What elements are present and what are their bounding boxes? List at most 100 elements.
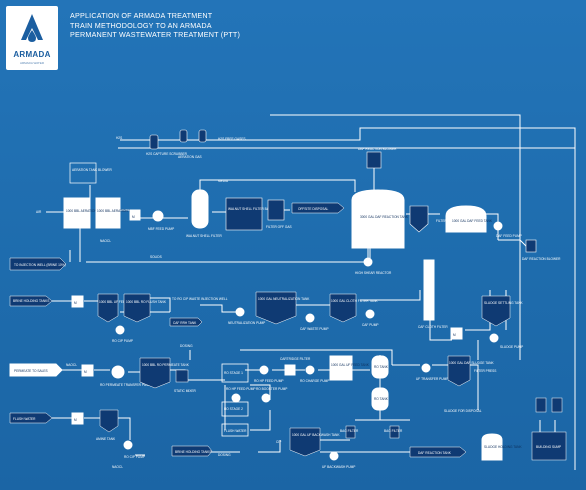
- label-high-shear-reactor: HIGH SHEAR REACTOR: [355, 271, 392, 275]
- motor-box-5: [71, 412, 84, 425]
- label-ro-cip-pump-2: RO CIP PUMP: [124, 455, 145, 459]
- label-dosing: DOSING: [180, 344, 193, 348]
- logo-subtitle: ARMADA WATER: [19, 61, 44, 65]
- caf-pump-icon: [365, 309, 375, 319]
- label-ro-stage-1: RO STAGE 1: [224, 371, 243, 375]
- label-walnut-backwash: WALNUT SHELL FILTER BACKWASH: [228, 207, 283, 211]
- walnut-backwash-tank: [225, 197, 263, 231]
- label-media: MEDIA: [218, 179, 229, 183]
- label-bag-filter-a: BAG FILTER: [340, 429, 359, 433]
- label-h2s-capture-scrubber: H2S CAPTURE SCRUBBER: [146, 152, 188, 156]
- label-aeration-gas: AERATION GAS: [178, 155, 202, 159]
- label-static-mixer: STATIC MIXER: [174, 389, 197, 393]
- label-filter-off-gas: FILTER OFF GAS: [266, 225, 292, 229]
- amine-tank: [99, 409, 119, 433]
- label-caf-waste-pump: CAF WASTE PUMP: [300, 327, 329, 331]
- label-tank-b: 1000 BBL AERATION TANK: [97, 209, 138, 213]
- label-ro-hp-pump-2: RO HP FEED PUMP: [226, 387, 256, 391]
- label-ro-charge-pump: RO CHARGE PUMP: [300, 379, 329, 383]
- aeration-tank-a: 1000 BBL AERATION TANK: [63, 197, 107, 229]
- aeration-tank-b: 1000 BBL AERATION TANK: [95, 197, 138, 229]
- ro-cip-pump-2-icon: [123, 440, 133, 450]
- injection-well-arrow: [9, 257, 67, 271]
- sludge-settling-tank: [481, 295, 511, 327]
- title-line-1: APPLICATION OF ARMADA TREATMENT: [70, 11, 213, 20]
- motor-label-2: M: [74, 301, 77, 305]
- label-walnut-shell-filter: WALNUT SHELL FILTER: [186, 234, 222, 238]
- mbf-feed-pump-icon: [152, 210, 164, 222]
- label-amine-tank: AMINE TANK: [96, 437, 116, 441]
- motor-box-3: [450, 327, 463, 340]
- uf-transfer-pump-icon: [421, 363, 431, 373]
- motor-box-4: [81, 364, 94, 377]
- cartridge-filter: [284, 364, 296, 376]
- motor-label-3: M: [453, 333, 456, 337]
- permeate-tank: [139, 357, 171, 389]
- label-building-sump: BUILDING SUMP: [536, 445, 561, 449]
- ro-stage-1: [221, 363, 249, 383]
- caf-cloth-filter: [423, 259, 435, 321]
- label-tank-a: 1000 BBL AERATION TANK: [66, 209, 107, 213]
- bag-filter-b-unit: [389, 425, 400, 439]
- daf-reaction-blower: [525, 239, 537, 253]
- label-daf-reaction-blower: DAF REACTION BLOWER: [522, 257, 561, 261]
- motor-label-1: M: [132, 215, 135, 219]
- title-line-3: PERMANENT WASTEWATER TREATMENT (PTT): [70, 30, 241, 40]
- label-cartridge-filter: CARTRIDGE FILTER: [280, 357, 311, 361]
- label-ro-permeate-pump: RO PERMEATE TRANSFER PUMP: [100, 383, 151, 387]
- label-ro-stage-2: RO STAGE 2: [224, 407, 243, 411]
- label-sludge-disposal: SLUDGE FOR DISPOSAL: [444, 409, 482, 413]
- uf-backwash-tank: [289, 427, 321, 457]
- ro-cip-pump-icon: [115, 325, 125, 335]
- label-uf-feed-tank: 1000 GAL UF FEED TANK: [331, 363, 370, 367]
- uf-vessel-b: [371, 387, 389, 411]
- caf-neutral-tank-arrow: [169, 317, 203, 327]
- label-caf-pump: CAF PUMP: [362, 323, 378, 327]
- label-h2s-free-gases: H2S FREE GASES: [218, 137, 245, 141]
- drop-icon: [21, 14, 43, 42]
- label-ro-tank-b: RO TANK: [374, 397, 389, 401]
- filter-off-gas-unit: [267, 199, 285, 221]
- label-neutralization-pump: NEUTRALIZATION PUMP: [228, 321, 265, 325]
- permeate-arrow: [9, 363, 63, 377]
- label-ro-hp-pump: RO HP FEED PUMP: [254, 379, 284, 383]
- label-naocl: NAOCL: [100, 239, 111, 243]
- label-mbf-feed-pump: MBF FEED PUMP: [148, 227, 174, 231]
- armada-logo: ARMADA ARMADA WATER: [6, 6, 58, 70]
- uf-vessel-a: [371, 355, 389, 379]
- offsite-disposal-arrow: [291, 202, 345, 214]
- label-uf-backwash-tank: 1000 GAL UF BACKWASH TANK: [292, 433, 340, 437]
- label-filter-press: FILTER PRESS: [474, 369, 496, 373]
- ro-flush-tank-d: [123, 293, 151, 323]
- label-daf-reaction-blower-top: DAF REACTION BLOWER: [358, 147, 397, 151]
- ro-hp-pump-2-icon: [231, 393, 241, 403]
- h2s-capture-scrubber: [149, 134, 159, 150]
- sludge-pump-icon: [489, 333, 499, 343]
- label-permeate-tank: 1000 BBL RO PERMEATE TANK: [142, 363, 190, 367]
- label-offsite-disposal: OFFSITE DISPOSAL: [298, 207, 329, 211]
- static-mixer: [175, 369, 189, 383]
- label-ro-booster-pump: RO BOOSTER PUMP: [256, 387, 287, 391]
- daf-reaction-tank: 3000 GAL DAF REACTION TANK: [351, 189, 409, 249]
- label-tank-c: 1000 BBL UF FEED TANK: [99, 300, 137, 304]
- logo-name: ARMADA: [13, 50, 51, 59]
- label-naocl-2: NAOCL: [112, 465, 123, 469]
- daf-sludge-tank: [447, 355, 471, 387]
- sludge-holding-tank: [481, 433, 503, 461]
- label-injection-well: TO INJECTION WELL (BRINE 10%): [14, 263, 66, 267]
- neutralization-tank: [255, 291, 297, 325]
- pipe-lines: [46, 114, 576, 470]
- label-uf-transfer-pump: UF TRANSFER PUMP: [416, 377, 448, 381]
- label-sludge-holding: SLUDGE HOLDING TANK: [484, 445, 522, 449]
- label-sludge-settling: SLUDGE SETTLING TANK: [484, 301, 524, 305]
- label-flush-water-in: FLUSH WATER: [13, 417, 36, 421]
- high-shear-reactor-icon: [363, 257, 373, 267]
- uf-backwash-pump-icon: [329, 451, 339, 461]
- label-solids: SOLIDS: [150, 255, 162, 259]
- ro-hp-pump-icon: [259, 365, 269, 375]
- daf-reaction-tank-2-arrow: [409, 446, 467, 458]
- label-daf-feed-pump: DAF FEED PUMP: [496, 234, 522, 238]
- label-daf-sludge-tank: 1000 GAL DAF SLUDGE TANK: [449, 361, 494, 365]
